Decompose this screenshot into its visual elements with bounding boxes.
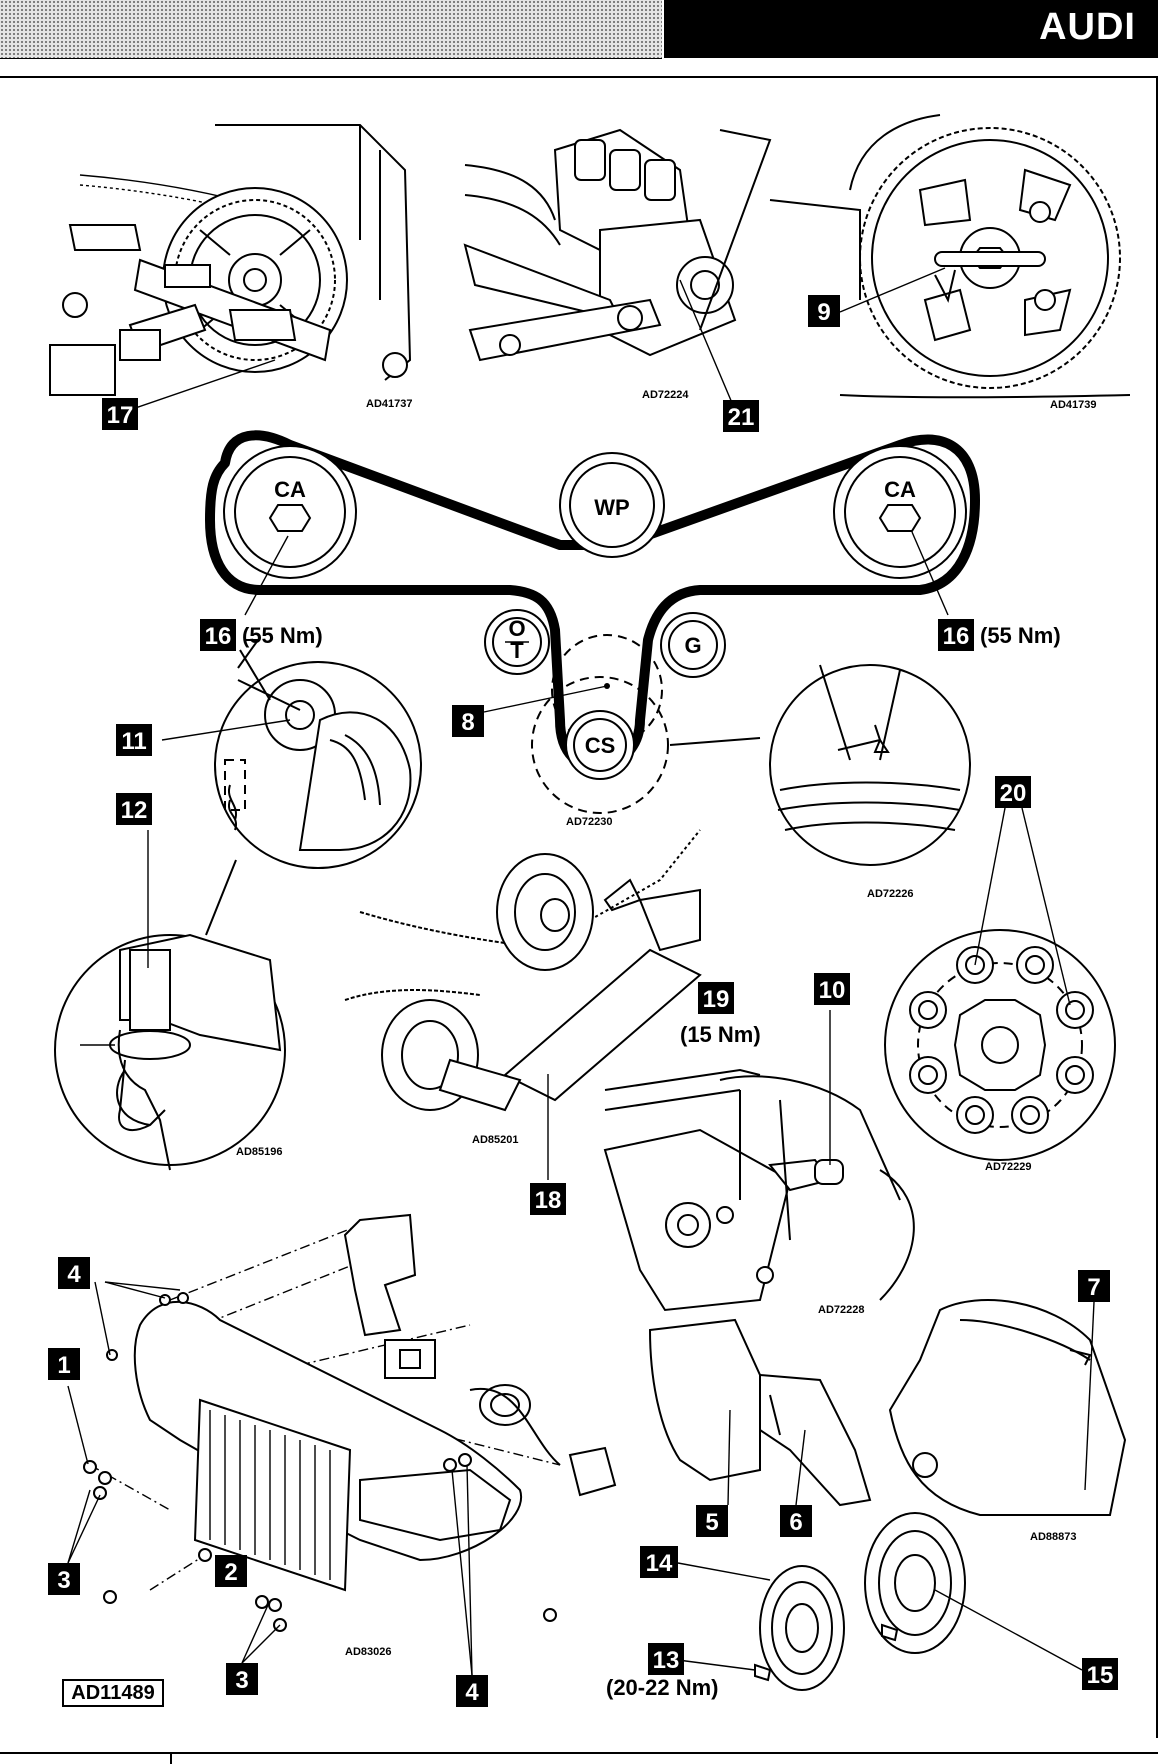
callout-21: 21 [723, 400, 759, 432]
page-header: AUDI [0, 0, 1158, 59]
figure-code-ad41737: AD41737 [366, 398, 412, 410]
pulley-label-ca-right: CA [884, 477, 916, 502]
callout-13: 13 [648, 1643, 684, 1675]
header-screen-band [0, 0, 662, 59]
crank-mark-detail-illustration [769, 664, 971, 866]
callout-2: 2 [215, 1555, 247, 1587]
figure-code-ad83026: AD83026 [345, 1646, 391, 1658]
svg-text:17: 17 [107, 402, 134, 429]
figure-code-ad72230: AD72230 [566, 816, 612, 828]
callout-6: 6 [780, 1505, 812, 1537]
svg-text:19: 19 [703, 986, 730, 1013]
callout-10: 10 [814, 973, 850, 1005]
callout-3-bottom: 3 [226, 1663, 258, 1695]
footer-tick [170, 1754, 172, 1764]
svg-text:8: 8 [461, 709, 474, 736]
figure-code-ad85196: AD85196 [236, 1146, 282, 1158]
callout-16-left: 16 [200, 619, 236, 651]
figure-code-ad41739: AD41739 [1050, 399, 1096, 411]
pulley-label-ca-left: CA [274, 477, 306, 502]
front-panel-radiator-illustration [67, 1213, 617, 1676]
page-frame [0, 76, 1158, 1738]
callout-20: 20 [995, 776, 1031, 808]
brand-title: AUDI [1039, 6, 1136, 48]
footer-rule [0, 1752, 1158, 1754]
figure-code-ad88873: AD88873 [1030, 1531, 1076, 1543]
pulley-label-g: G [684, 633, 701, 658]
torque-13: (20-22 Nm) [606, 1675, 718, 1700]
callout-19: 19 [698, 982, 734, 1014]
callout-14: 14 [640, 1546, 678, 1578]
svg-text:7: 7 [1087, 1274, 1100, 1301]
callout-7: 7 [1078, 1270, 1110, 1302]
svg-text:3: 3 [235, 1667, 248, 1694]
cam-sprocket-illustration [839, 114, 1131, 399]
spring-clip-detail-illustration [54, 830, 286, 1171]
svg-text:18: 18 [535, 1187, 562, 1214]
svg-text:20: 20 [1000, 780, 1027, 807]
figure-code-ad72224: AD72224 [642, 389, 689, 401]
pulley-label-wp: WP [594, 495, 629, 520]
svg-text:2: 2 [224, 1559, 237, 1586]
callout-16-right: 16 [938, 619, 974, 651]
torque-19: (15 Nm) [680, 1022, 761, 1047]
svg-text:15: 15 [1087, 1662, 1114, 1689]
svg-text:10: 10 [819, 977, 846, 1004]
svg-text:13: 13 [653, 1647, 680, 1674]
svg-text:16: 16 [205, 623, 232, 650]
camshaft-lock-illustration [49, 124, 412, 416]
svg-text:9: 9 [817, 299, 830, 326]
callout-17: 17 [102, 398, 138, 430]
callout-4-bottom: 4 [456, 1675, 488, 1707]
brand-box: AUDI [664, 0, 1158, 58]
idler-bracket-illustration [603, 1010, 915, 1312]
coil-bracket-illustration [463, 128, 861, 411]
callout-15: 15 [1082, 1658, 1118, 1690]
svg-text:12: 12 [121, 797, 148, 824]
svg-text:21: 21 [728, 404, 755, 431]
svg-text:5: 5 [705, 1509, 718, 1536]
figure-code-ad72228: AD72228 [818, 1304, 864, 1316]
belt-routing-diagram [205, 430, 980, 814]
callout-8: 8 [452, 705, 484, 737]
svg-text:4: 4 [67, 1261, 81, 1288]
svg-text:6: 6 [789, 1509, 802, 1536]
svg-text:1: 1 [57, 1352, 70, 1379]
figure-code-ad85201: AD85201 [472, 1134, 518, 1146]
callout-18: 18 [530, 1183, 566, 1215]
callout-1: 1 [48, 1348, 80, 1380]
callout-12: 12 [116, 793, 152, 825]
svg-text:4: 4 [465, 1679, 479, 1706]
svg-text:14: 14 [646, 1550, 673, 1577]
pulley-label-ot-top: O [508, 616, 525, 641]
figure-code-ad72229: AD72229 [985, 1161, 1031, 1173]
torque-16-right: (55 Nm) [980, 623, 1061, 648]
timing-covers-illustration [648, 1299, 1127, 1691]
reference-code-box: AD11489 [62, 1679, 164, 1707]
crank-bolt-pattern-illustration [884, 807, 1116, 1161]
callout-11: 11 [116, 724, 152, 756]
tensioner-detail-illustration [161, 639, 422, 936]
belt-tensioner-tool-illustration [344, 829, 702, 1180]
callout-9: 9 [808, 295, 840, 327]
pulley-label-ot-bottom: T [510, 638, 524, 663]
pulley-label-cs: CS [585, 733, 616, 758]
callout-5: 5 [696, 1505, 728, 1537]
callout-3-left: 3 [48, 1563, 80, 1595]
svg-text:11: 11 [121, 728, 146, 755]
svg-text:3: 3 [57, 1567, 70, 1594]
torque-16-left: (55 Nm) [242, 623, 323, 648]
svg-text:16: 16 [943, 623, 970, 650]
callout-4-upper: 4 [58, 1257, 90, 1289]
figure-code-ad72226: AD72226 [867, 888, 913, 900]
